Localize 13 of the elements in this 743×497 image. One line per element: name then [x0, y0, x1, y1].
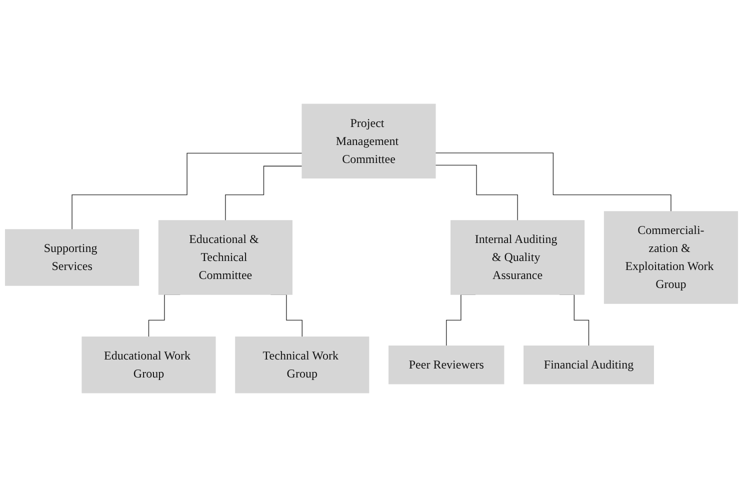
node-box: Educational & Technical Committee [158, 220, 292, 295]
node-box: Educational Work Group [82, 336, 216, 394]
node-box: Project Management Committee [302, 104, 436, 178]
node-box: Supporting Services [5, 229, 140, 286]
connector [225, 166, 302, 221]
node-box: Financial Auditing [524, 346, 654, 384]
node-box: Peer Reviewers [388, 346, 504, 384]
connector [72, 152, 302, 230]
connector [435, 152, 672, 212]
node-box: Technical Work Group [235, 336, 370, 394]
node-box: Internal Auditing & Quality Assurance [450, 220, 585, 295]
node-box: Commerciali-zation & Exploitation Work Group [604, 211, 738, 304]
connector [435, 164, 518, 221]
